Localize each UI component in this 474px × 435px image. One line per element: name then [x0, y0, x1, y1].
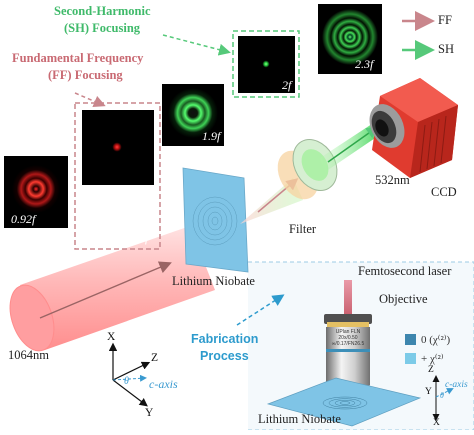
axis-theta-label: θ: [124, 376, 129, 387]
focal-image-2f: [232, 30, 300, 98]
inset-axis-c-axis-label: c-axis: [445, 380, 468, 390]
sh-focusing-title-line2: (SH) Focusing: [64, 21, 141, 35]
fabrication-callout-arrow: [236, 294, 285, 326]
legend-sh-label: SH: [438, 42, 454, 56]
sh-beam-532nm: [320, 120, 384, 172]
fabrication-label-line1: Fabrication: [191, 332, 259, 346]
lens-text-line2: 20x/0.50: [338, 335, 358, 341]
inset-axis-x-label: X: [433, 418, 440, 428]
coordinate-axes-main: [108, 342, 151, 407]
ff-focusing-title-line1: Fundamental Frequency: [12, 51, 144, 65]
axis-c-axis-label: c-axis: [149, 377, 178, 391]
chi-legend-zero-label: 0 (χ⁽²⁾): [421, 334, 451, 346]
wavelength-532nm-label: 532nm: [375, 173, 410, 187]
fabrication-label-line2: Process: [200, 349, 249, 363]
inset-axis-y-label: Y: [425, 387, 432, 397]
ff-focusing-callout-arrow: [74, 92, 106, 107]
lithium-niobate-plate: [182, 167, 249, 273]
focal-image-2-3f: [318, 4, 382, 74]
focal-label-f: f: [145, 231, 149, 245]
femtosecond-laser-beam: [344, 280, 352, 316]
legend-ff-label: FF: [438, 13, 452, 27]
lens-text-line3: ∞/0.17/FN26.5: [331, 341, 365, 347]
focal-image-0-92f: [4, 156, 68, 228]
focal-image-1-9f: [162, 84, 224, 146]
laser-rod-1064nm: [9, 226, 215, 352]
focal-label-0-92f: 0.92f: [11, 212, 36, 226]
wavelength-1064nm-label: 1064nm: [8, 348, 49, 362]
filter-label: Filter: [289, 222, 317, 236]
inset-axis-theta-label: θ: [440, 391, 444, 400]
chi-legend-plus-label: + χ⁽²⁾: [421, 353, 444, 365]
objective-label: Objective: [379, 292, 428, 306]
sh-focusing-title-line1: Second-Harmonic: [54, 4, 151, 18]
lithium-niobate-label: Lithium Niobate: [172, 274, 255, 288]
ccd-label: CCD: [431, 185, 457, 199]
ccd-camera: [369, 78, 458, 178]
axis-z-label: Z: [151, 352, 159, 364]
focal-label-1-9f: 1.9f: [202, 129, 221, 143]
lithium-niobate-inset-label: Lithium Niobate: [258, 412, 341, 426]
focal-label-2-3f: 2.3f: [355, 57, 374, 71]
axis-x-label: X: [107, 331, 116, 343]
chi-legend-zero-swatch: [405, 334, 416, 345]
axis-y-label: Y: [145, 407, 154, 419]
lens-text-line1: UPlan FLN: [335, 329, 361, 335]
ff-focusing-title-line2: (FF) Focusing: [48, 68, 123, 82]
coordinate-axes-inset: [432, 375, 454, 421]
chi-legend-plus-swatch: [405, 353, 416, 364]
lithium-niobate-substrate-inset: [266, 377, 422, 427]
focal-image-f: [74, 102, 161, 250]
sh-focusing-callout-arrow: [162, 34, 231, 56]
inset-axis-z-label: Z: [428, 365, 434, 375]
femtosecond-laser-label: Femtosecond laser: [358, 264, 452, 278]
focal-label-2f: 2f: [282, 78, 292, 92]
